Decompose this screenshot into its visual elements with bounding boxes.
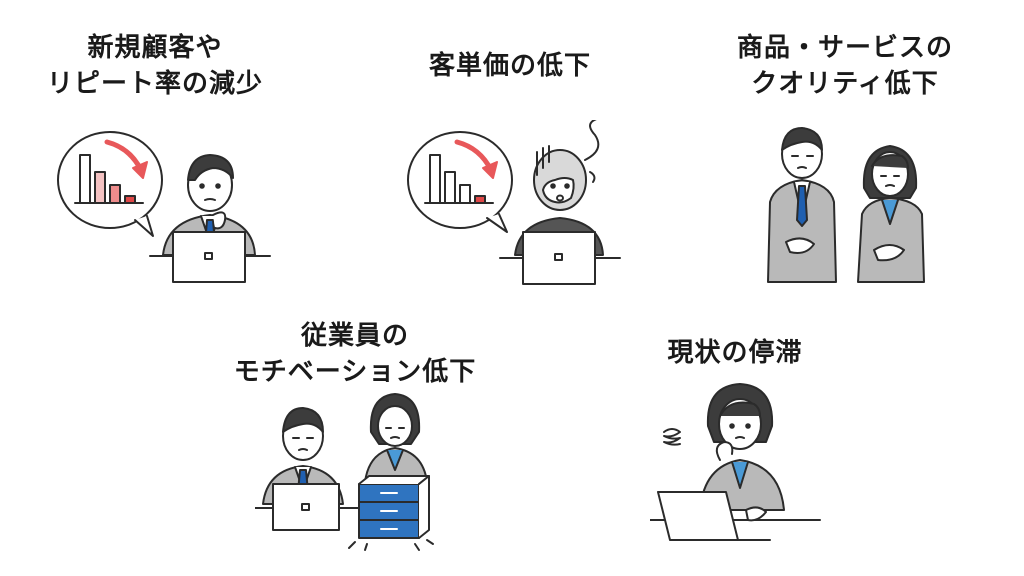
worry-scribble-icon [663,428,681,446]
laptop-icon [650,491,821,541]
caption-quality: 商品・サービスの クオリティ低下 [736,33,953,99]
illustration-unit-price [405,120,630,290]
declining-chart-icon [74,139,148,204]
declining-chart-icon [424,139,498,204]
laptop-icon [255,483,366,531]
caption-stagnation: 現状の停滞 [667,338,803,368]
caption-unit-price: 客単価の低下 [428,51,591,81]
illustration-quality [750,122,950,290]
caption-motivation: 従業員の モチベーション低下 [233,321,477,387]
businessman-figure [767,127,837,283]
businesswoman-figure [857,145,925,283]
illustration-stagnation [650,380,825,550]
laptop-icon [499,231,621,285]
file-stack-icon [348,475,434,551]
illustration-new-customers [55,120,280,290]
illustration-motivation [255,392,465,552]
caption-new-customers: 新規顧客や リピート率の減少 [46,33,263,99]
laptop-icon [149,231,271,283]
speech-bubble [407,131,513,233]
